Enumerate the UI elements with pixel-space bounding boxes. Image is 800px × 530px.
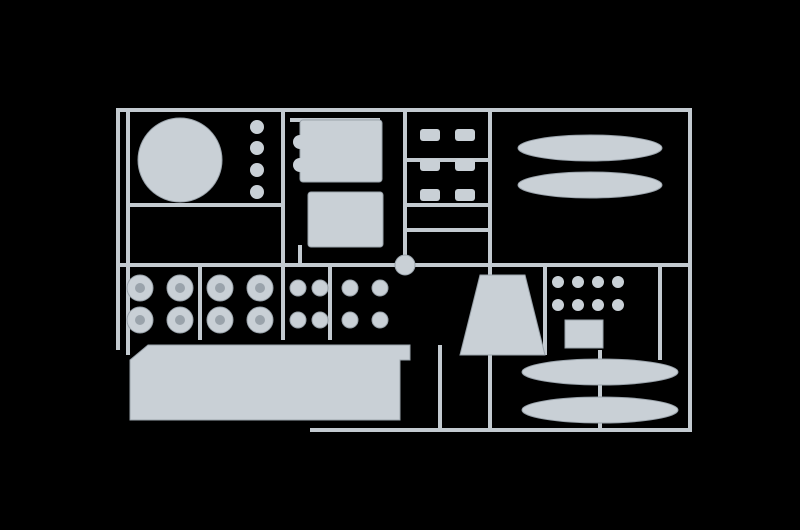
fuel-tank-part — [521, 396, 679, 424]
small-part — [250, 120, 264, 134]
sprue-parts — [129, 117, 679, 424]
small-part — [592, 299, 604, 311]
fuel-tank-part — [521, 358, 679, 386]
small-part — [572, 299, 584, 311]
round-part — [137, 117, 223, 203]
small-panel-part — [564, 319, 604, 349]
small-part — [612, 276, 624, 288]
small-wheel-part — [311, 311, 329, 329]
wheel-hub — [135, 283, 145, 293]
small-part — [572, 276, 584, 288]
small-part — [552, 276, 564, 288]
small-part — [250, 163, 264, 177]
small-part — [455, 189, 475, 201]
small-part — [455, 159, 475, 171]
small-part — [293, 158, 307, 172]
sprue-gate — [394, 254, 416, 276]
panel-part — [307, 191, 384, 248]
small-wheel-part — [371, 279, 389, 297]
small-part — [420, 129, 440, 141]
deck-part — [129, 344, 411, 421]
small-part — [552, 299, 564, 311]
small-wheel-part — [289, 311, 307, 329]
small-wheel-part — [341, 279, 359, 297]
wheel-hub — [215, 283, 225, 293]
small-part — [420, 189, 440, 201]
small-part — [612, 299, 624, 311]
small-wheel-part — [371, 311, 389, 329]
small-part — [592, 276, 604, 288]
wheel-hub — [215, 315, 225, 325]
small-part — [250, 185, 264, 199]
small-wheel-part — [311, 279, 329, 297]
wheel-parts — [126, 274, 389, 334]
small-part — [250, 141, 264, 155]
fuselage-part — [459, 274, 546, 356]
wheel-hub — [135, 315, 145, 325]
small-parts — [250, 120, 624, 311]
wheel-hub — [175, 283, 185, 293]
wheel-hub — [175, 315, 185, 325]
small-wheel-part — [341, 311, 359, 329]
small-wheel-part — [289, 279, 307, 297]
wheel-hub — [255, 315, 265, 325]
fuel-tank-part — [517, 134, 663, 162]
panel-part — [299, 119, 383, 183]
small-part — [455, 129, 475, 141]
fuel-tank-part — [517, 171, 663, 199]
wheel-hub — [255, 283, 265, 293]
small-part — [293, 135, 307, 149]
small-part — [420, 159, 440, 171]
